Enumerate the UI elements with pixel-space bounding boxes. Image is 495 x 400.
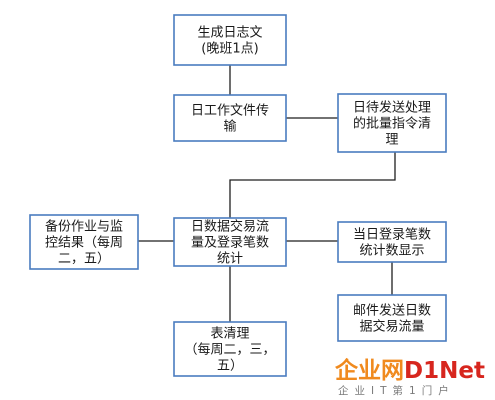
- node-mail-send-stats-label: 邮件发送日数据交易流量: [353, 303, 431, 335]
- node-login-count-display: 当日登录笔数统计数显示: [337, 221, 447, 263]
- node-label-line: 备份作业与监: [45, 219, 123, 235]
- node-generate-log-label: 生成日志文(晚班1点): [197, 26, 262, 57]
- node-label-line: 五）: [217, 359, 243, 374]
- node-label-line: 的批量指令清: [353, 116, 431, 132]
- node-daily-stats: 日数据交易流量及登录笔数统计: [173, 217, 287, 267]
- node-label-line: 日工作文件传: [191, 104, 269, 119]
- node-label-line: 输: [223, 119, 236, 135]
- node-label-line: 统计: [217, 252, 243, 267]
- watermark-logo: 企业网D1Net 企业IT第1门户: [334, 357, 485, 397]
- node-label-line: 日数据交易流: [191, 219, 269, 235]
- node-label-line: 日待发送处理: [353, 100, 431, 116]
- node-label-line: 表清理: [210, 327, 249, 342]
- connectors: [138, 65, 396, 322]
- node-label-line: 统计数显示: [359, 244, 424, 259]
- edge-batch-to-stats: [229, 152, 396, 218]
- node-label-line: 量及登录笔数: [191, 235, 269, 251]
- node-table-cleanup-label: 表清理（每周二，三，五）: [184, 327, 275, 374]
- node-batch-cleanup: 日待发送处理的批量指令清理: [337, 93, 447, 153]
- node-login-count-display-label: 当日登录笔数统计数显示: [353, 227, 431, 259]
- node-log-transfer-label: 日工作文件传输: [191, 104, 269, 135]
- node-label-line: 当日登录笔数: [353, 227, 431, 243]
- node-label-line: 控结果（每周: [45, 235, 123, 251]
- node-label-line: 据交易流量: [359, 319, 424, 335]
- svg-text:企业网D1Net: 企业网D1Net: [334, 357, 485, 384]
- node-label-line: 理: [385, 133, 398, 148]
- node-backup-monitor-label: 备份作业与监控结果（每周二，五）: [45, 219, 123, 267]
- node-backup-monitor: 备份作业与监控结果（每周二，五）: [29, 214, 139, 270]
- watermark-tagline: 企业IT第1门户: [338, 384, 455, 397]
- node-label-line: 二，五）: [58, 252, 110, 267]
- watermark-brand-right: D1Net: [404, 358, 485, 384]
- node-daily-stats-label: 日数据交易流量及登录笔数统计: [191, 219, 269, 267]
- node-generate-log: 生成日志文(晚班1点): [173, 14, 287, 66]
- node-label-line: 邮件发送日数: [353, 303, 431, 319]
- node-label-line: （每周二，三，: [184, 342, 275, 358]
- node-batch-cleanup-label: 日待发送处理的批量指令清理: [353, 100, 431, 148]
- node-mail-send-stats: 邮件发送日数据交易流量: [337, 294, 447, 342]
- node-label-line: (晚班1点): [201, 42, 258, 57]
- node-table-cleanup: 表清理（每周二，三，五）: [173, 321, 287, 377]
- watermark-brand-left: 企业网: [334, 357, 404, 384]
- node-log-transfer: 日工作文件传输: [173, 94, 287, 142]
- node-label-line: 生成日志文: [197, 26, 262, 41]
